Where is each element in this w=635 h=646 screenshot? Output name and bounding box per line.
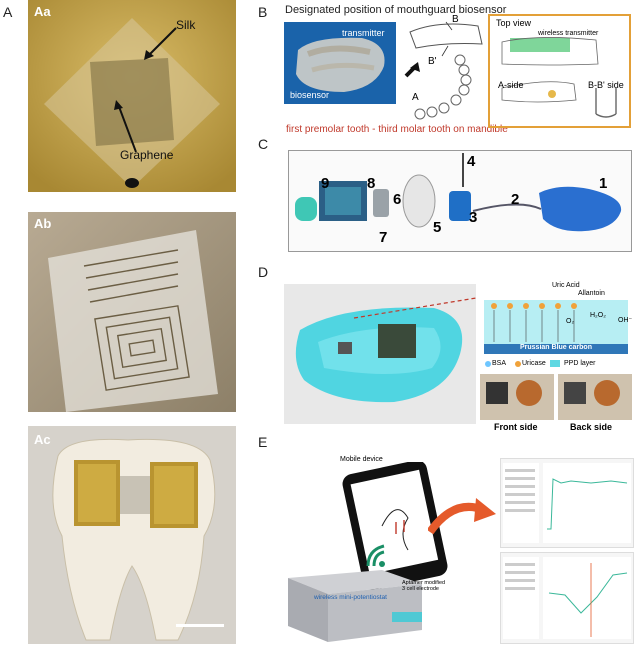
- panel-a-letter: A: [3, 4, 13, 20]
- b-caption: first premolar tooth - third molar tooth…: [286, 124, 508, 135]
- transmitter-label: transmitter: [342, 28, 385, 38]
- panel-aa-image: Aa Silk Graphene: [28, 0, 236, 192]
- pcb-on-guard: [378, 324, 416, 358]
- mobile-device-label: Mobile device: [340, 456, 383, 463]
- sensing-mechanism-diagram: [480, 280, 632, 372]
- silk-graphene-illustration: [28, 0, 236, 192]
- uricase-label: Uricase: [522, 360, 546, 367]
- graphene-arrow: [117, 103, 137, 153]
- mouthguard-sensor-photo: [284, 284, 476, 424]
- h2o2-label: H₂O₂: [590, 312, 606, 319]
- aptamer-label: Aptamer modified 3 cell electrode: [402, 580, 446, 592]
- silk-arrow: [145, 27, 177, 59]
- back-side-label: Back side: [570, 422, 613, 432]
- bsa-label: BSA: [492, 360, 507, 367]
- oh-label: OH⁻: [618, 317, 633, 324]
- top-chart-trace: [547, 478, 628, 530]
- shell-component: [402, 174, 436, 228]
- panel-c-letter: C: [258, 136, 269, 152]
- top-view-label: Top view: [496, 18, 532, 28]
- uric-acid-label: Uric Acid: [552, 282, 580, 289]
- c-num-6: 6: [393, 191, 402, 208]
- jaw-diagram: [404, 21, 483, 120]
- panel-ac-image: Ac: [28, 426, 236, 644]
- transfer-arrow: [428, 498, 496, 535]
- point-b: B: [452, 14, 459, 25]
- battery-component: [373, 189, 389, 217]
- tooth-illustration: [28, 426, 236, 644]
- app-screenshot-top: [500, 458, 634, 548]
- panel-ab-image: Ab: [28, 212, 236, 412]
- bottom-chart-trace: [548, 572, 628, 614]
- silk-label: Silk: [176, 18, 196, 32]
- prussian-label: Prussian Blue carbon: [520, 344, 592, 351]
- c-num-4: 4: [467, 153, 476, 170]
- bb-side-label: B-B' side: [588, 80, 624, 90]
- aa-label: Aa: [34, 4, 51, 19]
- point-a: A: [412, 92, 419, 103]
- wireless-signal-icon: [366, 544, 385, 567]
- sensor-chip-component: [449, 191, 471, 221]
- panel-b-letter: B: [258, 4, 268, 20]
- antenna-coil-illustration: [28, 212, 236, 412]
- wireless-transmitter-label: wireless transmitter: [538, 30, 599, 37]
- panel-d-letter: D: [258, 264, 269, 280]
- mouthpiece-component: [539, 186, 622, 232]
- mouthguard-photo: transmitter biosensor: [284, 22, 396, 104]
- b-title: Designated position of mouthguard biosen…: [285, 4, 507, 16]
- panel-e-letter: E: [258, 434, 268, 450]
- wire-component: [472, 203, 542, 212]
- graphene-square: [90, 58, 174, 146]
- c-num-5: 5: [433, 219, 442, 236]
- potentiostat-box: [288, 570, 422, 642]
- tweezer-tip: [125, 178, 139, 188]
- o2-label: O₂: [566, 318, 575, 325]
- back-side-photo: [558, 374, 632, 420]
- device-exploded-view: 9 8 6 7 5 4 3 2 1: [288, 150, 632, 252]
- front-side-label: Front side: [494, 422, 538, 432]
- electrode-strip: [392, 612, 422, 622]
- silk-bridge: [120, 476, 150, 514]
- c-num-7: 7: [379, 229, 388, 246]
- ac-label: Ac: [34, 432, 51, 447]
- biosensor-label: biosensor: [290, 90, 330, 100]
- scale-bar: [176, 624, 224, 627]
- ab-label: Ab: [34, 216, 52, 231]
- potentiostat-label: wireless mini-potentiostat: [314, 594, 387, 601]
- c-num-2: 2: [511, 191, 520, 208]
- point-b-prime: B': [428, 56, 437, 67]
- app-screenshot-bottom: [500, 552, 634, 644]
- ppd-label: PPD layer: [564, 360, 596, 367]
- orange-detail-box: Top view wireless transmitter A-side B-B…: [488, 14, 631, 128]
- c-num-8: 8: [367, 175, 376, 192]
- c-num-3: 3: [469, 209, 478, 226]
- front-side-photo: [480, 374, 554, 420]
- strap-component: [295, 197, 317, 221]
- prussian-blue-layer: [484, 344, 628, 354]
- a-side-label: A-side: [498, 80, 524, 90]
- c-num-1: 1: [599, 175, 608, 192]
- c-num-9: 9: [321, 175, 330, 192]
- coil-pattern: [83, 249, 190, 391]
- allantoin-label: Allantoin: [578, 290, 605, 297]
- wireless-transmitter-block: [510, 38, 570, 52]
- graphene-label: Graphene: [120, 148, 174, 162]
